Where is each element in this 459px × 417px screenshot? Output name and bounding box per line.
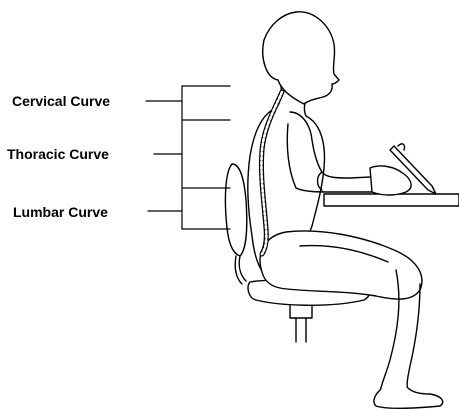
body-icon xyxy=(248,12,443,408)
curve-bracket xyxy=(146,86,230,229)
lumbar-curve-label: Lumbar Curve xyxy=(13,204,108,220)
cervical-curve-label: Cervical Curve xyxy=(12,93,110,109)
desk-icon xyxy=(324,194,459,206)
thoracic-curve-label: Thoracic Curve xyxy=(7,146,109,162)
